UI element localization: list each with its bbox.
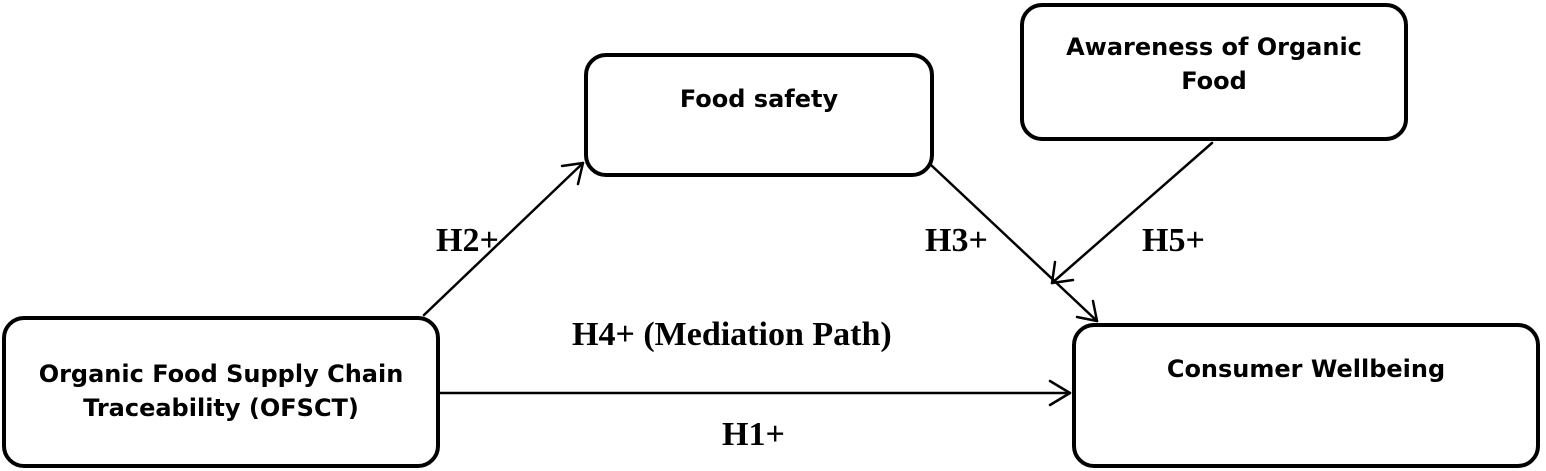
node-consumer-wellbeing: Consumer Wellbeing bbox=[1072, 323, 1540, 468]
node-ofsct-line-1: Organic Food Supply Chain bbox=[38, 360, 404, 389]
arrow-h1 bbox=[438, 379, 1072, 407]
node-awareness-line-1: Awareness of Organic bbox=[1066, 33, 1362, 61]
node-ofsct-line-2: Traceability (OFSCT) bbox=[83, 394, 359, 422]
node-awareness: Awareness of Organic Food bbox=[1020, 3, 1408, 141]
node-awareness-line-2: Food bbox=[1181, 66, 1247, 95]
edge-label-h2: H2+ bbox=[436, 222, 499, 259]
arrow-h5 bbox=[1050, 141, 1214, 285]
edge-label-h1: H1+ bbox=[722, 416, 785, 453]
node-food-safety: Food safety bbox=[584, 53, 934, 177]
arrow-h2 bbox=[422, 161, 585, 317]
edge-label-h5: H5+ bbox=[1142, 222, 1205, 259]
node-consumer-wellbeing-label: Consumer Wellbeing bbox=[1166, 355, 1446, 383]
node-ofsct: Organic Food Supply Chain Traceability (… bbox=[2, 316, 440, 468]
edge-label-h4: H4+ (Mediation Path) bbox=[572, 316, 892, 353]
node-food-safety-label: Food safety bbox=[679, 85, 839, 113]
edge-label-h3: H3+ bbox=[925, 222, 988, 259]
arrow-h3 bbox=[929, 163, 1099, 323]
